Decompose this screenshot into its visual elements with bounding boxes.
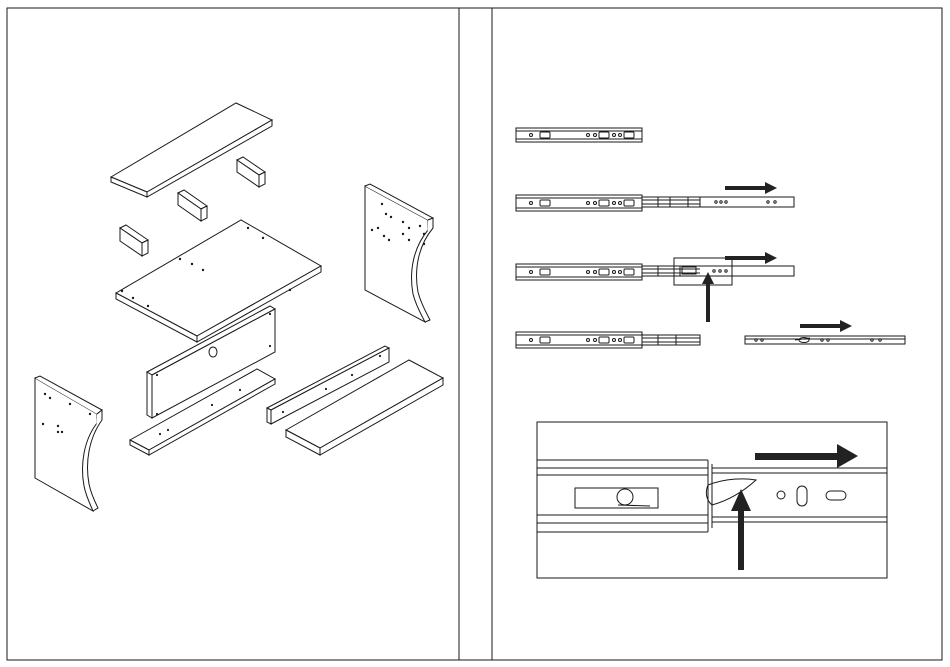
slide-steps: [516, 128, 905, 348]
detail-zoom: [537, 422, 887, 578]
block-3: [120, 225, 148, 256]
left-side-panel: [35, 376, 102, 511]
arrow-up-step-3: [702, 272, 714, 322]
slide-step-extended: [516, 195, 794, 211]
mid-panel: [116, 220, 321, 342]
block-2: [178, 190, 207, 221]
slide-step-removed: [516, 332, 905, 348]
exploded-view: [35, 103, 443, 511]
arrow-right-step-2: [725, 182, 777, 194]
top-panel: [111, 103, 272, 197]
right-side-panel: [365, 184, 433, 322]
block-1: [237, 157, 265, 187]
arrow-right-step-3: [725, 252, 777, 264]
arrow-right-step-4: [800, 320, 852, 332]
slide-step-closed: [516, 128, 642, 142]
slide-step-release: [516, 258, 794, 285]
